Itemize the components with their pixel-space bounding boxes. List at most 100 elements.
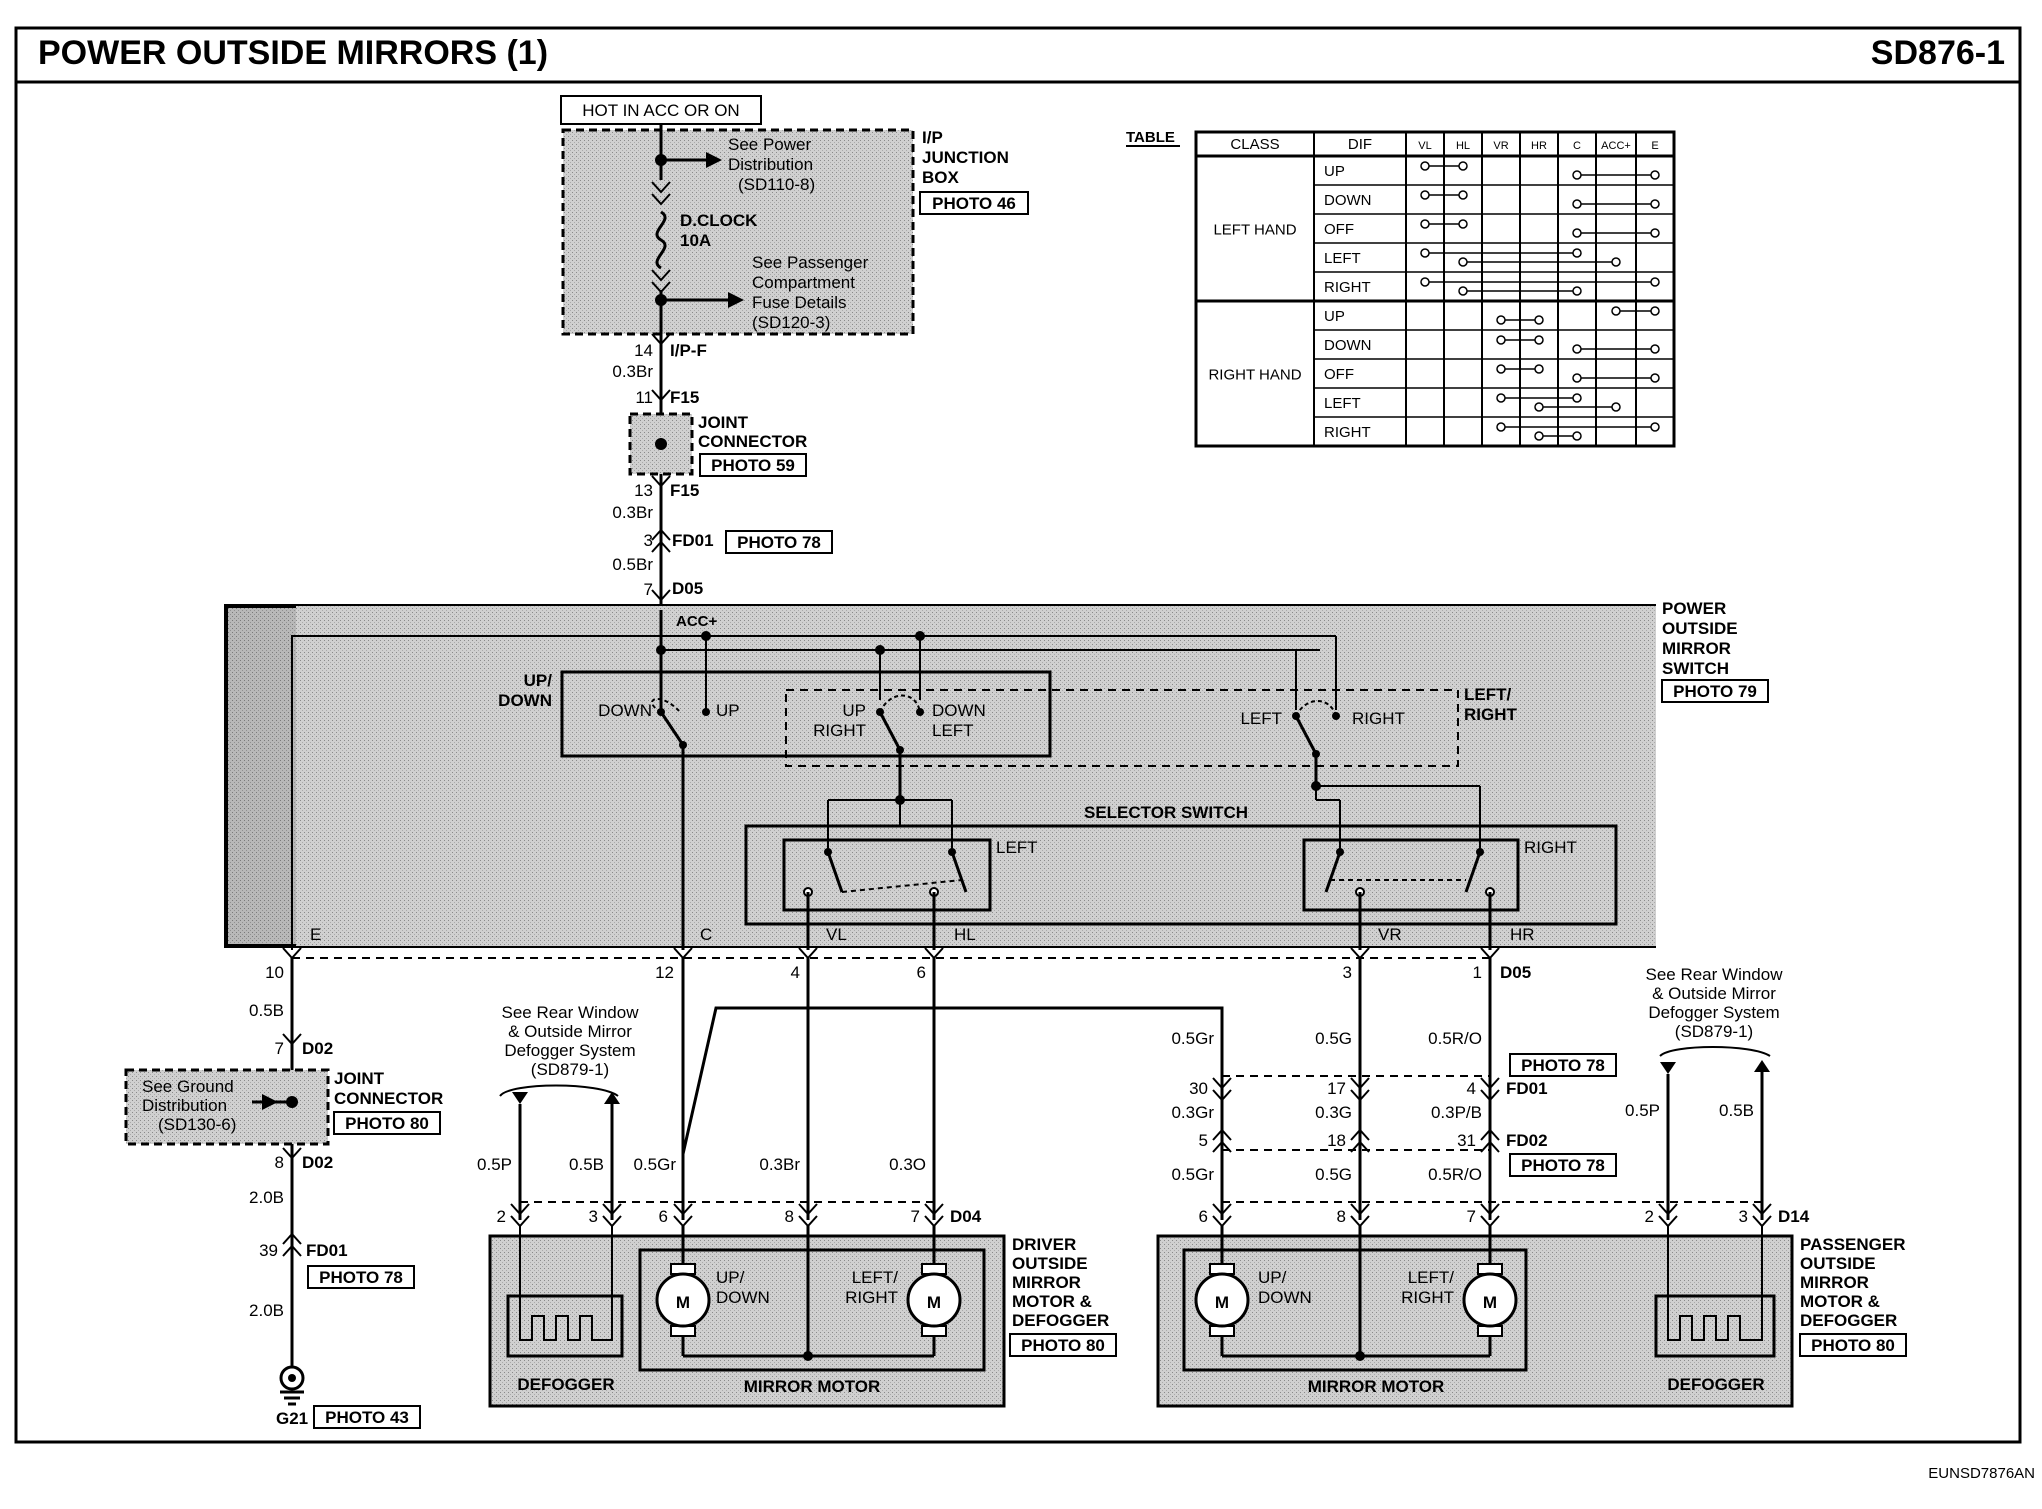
pass-label-4: MOTOR & — [1800, 1292, 1880, 1311]
pin-7-top: 7 — [644, 580, 653, 599]
c-to-passenger-wire — [681, 958, 1224, 1155]
table-connection-point — [1572, 228, 1582, 238]
connector-chevron-icon-3 — [651, 528, 671, 553]
gnd-pin7: 7 — [275, 1039, 284, 1058]
passenger-updown-motor-icon — [1194, 1263, 1250, 1337]
table-class-1: RIGHT HAND — [1208, 367, 1301, 384]
sw-down2: DOWN — [932, 701, 986, 720]
table-connection-point — [1572, 344, 1582, 354]
selector-left-label: LEFT — [996, 838, 1038, 857]
driver-leftright-motor-icon — [906, 1263, 962, 1337]
pass-pin-5: 3 — [1739, 1207, 1748, 1226]
table-dif-0-4: RIGHT — [1324, 279, 1371, 296]
pw-w2a: 0.3Gr — [1171, 1103, 1214, 1122]
gnd-d02b: D02 — [302, 1153, 333, 1172]
term-vl: VL — [826, 925, 847, 944]
ipf-conn: I/P-F — [670, 341, 707, 360]
sw-right3: RIGHT — [1352, 709, 1405, 728]
table-dif-1-0: UP — [1324, 308, 1345, 325]
see-power-l3: (SD110-8) — [738, 175, 815, 194]
table-header-3: HL — [1456, 140, 1470, 152]
pass-label-2: OUTSIDE — [1800, 1254, 1876, 1273]
diagram-title: POWER OUTSIDE MIRRORS (1) — [38, 34, 548, 72]
gnd-fd01-photo: PHOTO 78 — [319, 1268, 403, 1287]
table-frame — [1194, 130, 1676, 448]
hot-label-box — [560, 95, 762, 125]
fuse-name: D.CLOCK — [680, 211, 758, 230]
pw-w3c: 0.5R/O — [1428, 1165, 1482, 1184]
arrow-down-icon-2 — [1660, 1062, 1676, 1074]
swpin-1: 1 — [1473, 963, 1482, 982]
table-connection-point — [1458, 161, 1468, 171]
pw-p5: 5 — [1199, 1131, 1208, 1150]
sw-left3: LEFT — [1240, 709, 1282, 728]
pass-pin-3: 7 — [1467, 1207, 1476, 1226]
drv-label-2: OUTSIDE — [1012, 1254, 1088, 1273]
table-connection-point — [1496, 422, 1506, 432]
drv-conn: D04 — [950, 1207, 982, 1226]
table-header-8: E — [1651, 140, 1658, 152]
drv-leftright-l1: LEFT/ — [852, 1268, 899, 1287]
drv-label-5: DEFOGGER — [1012, 1311, 1109, 1330]
pass-motor-label: MIRROR MOTOR — [1308, 1377, 1445, 1396]
pass-label-1: PASSENGER — [1800, 1235, 1906, 1254]
gnd-w3: 2.0B — [249, 1301, 284, 1320]
pin-3-top: 3 — [644, 531, 653, 550]
drv-pin-3: 6 — [659, 1207, 668, 1226]
swpin-d05: D05 — [1500, 963, 1531, 982]
pass-w-a: 0.5P — [1625, 1101, 1660, 1120]
table-dif-0-2: OFF — [1324, 221, 1354, 238]
pass-m2: M — [1483, 1293, 1497, 1312]
acc-label: ACC+ — [676, 613, 717, 630]
table-header-2: VL — [1418, 140, 1431, 152]
term-e: E — [310, 925, 321, 944]
drv-w-b: 0.5B — [569, 1155, 604, 1174]
switch-label-3: MIRROR — [1662, 639, 1731, 658]
table-connection-point — [1496, 393, 1506, 403]
f15-a: F15 — [670, 388, 699, 407]
drv-updown-l2: DOWN — [716, 1288, 770, 1307]
table-header-1: DIF — [1348, 136, 1372, 153]
fd01-top-photo: PHOTO 78 — [737, 533, 821, 552]
table-connection-point — [1534, 431, 1544, 441]
table-dif-1-3: LEFT — [1324, 395, 1361, 412]
pass-leftright-l2: RIGHT — [1401, 1288, 1454, 1307]
pw-photo-a: PHOTO 78 — [1521, 1056, 1605, 1075]
pw-w3b: 0.5G — [1315, 1165, 1352, 1184]
driver-defogger — [506, 1294, 624, 1358]
ground-icon — [279, 1365, 305, 1406]
connector-chevron-icon — [651, 181, 671, 206]
arrow-right-icon-2 — [728, 292, 744, 308]
see-pass-l2: Compartment — [752, 273, 855, 292]
table-connection-point — [1572, 431, 1582, 441]
drv-motor-label: MIRROR MOTOR — [744, 1377, 881, 1396]
joint-top-l1: JOINT — [698, 413, 749, 432]
gnd-w1: 0.5B — [249, 1001, 284, 1020]
pass-see-l1: See Rear Window — [1645, 965, 1783, 984]
arrow-down-icon — [512, 1092, 528, 1104]
pw-p18: 18 — [1327, 1131, 1346, 1150]
see-pass-l1: See Passenger — [752, 253, 869, 272]
drv-w-e: 0.3O — [889, 1155, 926, 1174]
diagram-code: SD876-1 — [1871, 34, 2005, 72]
fuse-icon — [655, 210, 667, 270]
pass-pin-2: 8 — [1337, 1207, 1346, 1226]
table-connection-point — [1458, 190, 1468, 200]
drv-leftright-l2: RIGHT — [845, 1288, 898, 1307]
term-hr: HR — [1510, 925, 1535, 944]
see-ground-l2: Distribution — [142, 1096, 227, 1115]
table-connection-point — [1534, 402, 1544, 412]
ip-label-3: BOX — [922, 168, 960, 187]
pw-p30: 30 — [1189, 1079, 1208, 1098]
see-pass-l4: (SD120-3) — [752, 313, 830, 332]
pass-defogger-label: DEFOGGER — [1667, 1375, 1764, 1394]
swpin-10: 10 — [265, 963, 284, 982]
table-connection-point — [1650, 170, 1660, 180]
ip-photo: PHOTO 46 — [932, 194, 1016, 213]
connector-chevron-icon-4 — [282, 1232, 302, 1257]
swpin-12: 12 — [655, 963, 674, 982]
gnd-w2: 2.0B — [249, 1188, 284, 1207]
drv-m2: M — [927, 1293, 941, 1312]
